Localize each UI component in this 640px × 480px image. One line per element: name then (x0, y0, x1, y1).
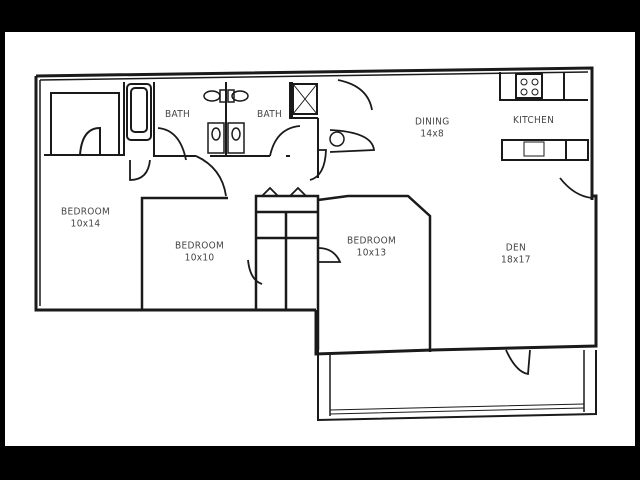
bathtub (126, 83, 152, 141)
room-name: DINING (415, 116, 450, 128)
interior-walls (140, 194, 432, 352)
door-swings (129, 79, 593, 376)
exterior-walls (34, 66, 598, 356)
room-name: BEDROOM (61, 206, 111, 218)
room-size: 14x8 (420, 129, 445, 140)
kitchen-cabinets (499, 72, 589, 161)
room-name: BEDROOM (175, 240, 225, 252)
floor-plan-drawing (34, 66, 598, 422)
room-label-bath2: BATH (257, 109, 282, 121)
room-size: 18x17 (501, 255, 531, 266)
room-name: BATH (257, 109, 283, 121)
room-name: BATH (165, 109, 191, 121)
room-size: 10x10 (184, 253, 215, 264)
room-label-bath1: BATH (165, 109, 190, 121)
closet-bedroom1 (44, 82, 125, 156)
bath-fixtures (203, 89, 345, 154)
room-name: DEN (505, 242, 526, 254)
bath-walls (153, 82, 319, 178)
room-name: KITCHEN (513, 115, 555, 127)
room-name: BEDROOM (347, 235, 397, 247)
patio (317, 350, 597, 422)
room-size: 10x14 (70, 219, 101, 230)
room-size: 10x13 (356, 248, 387, 259)
room-label-kitchen: KITCHEN (513, 115, 554, 127)
